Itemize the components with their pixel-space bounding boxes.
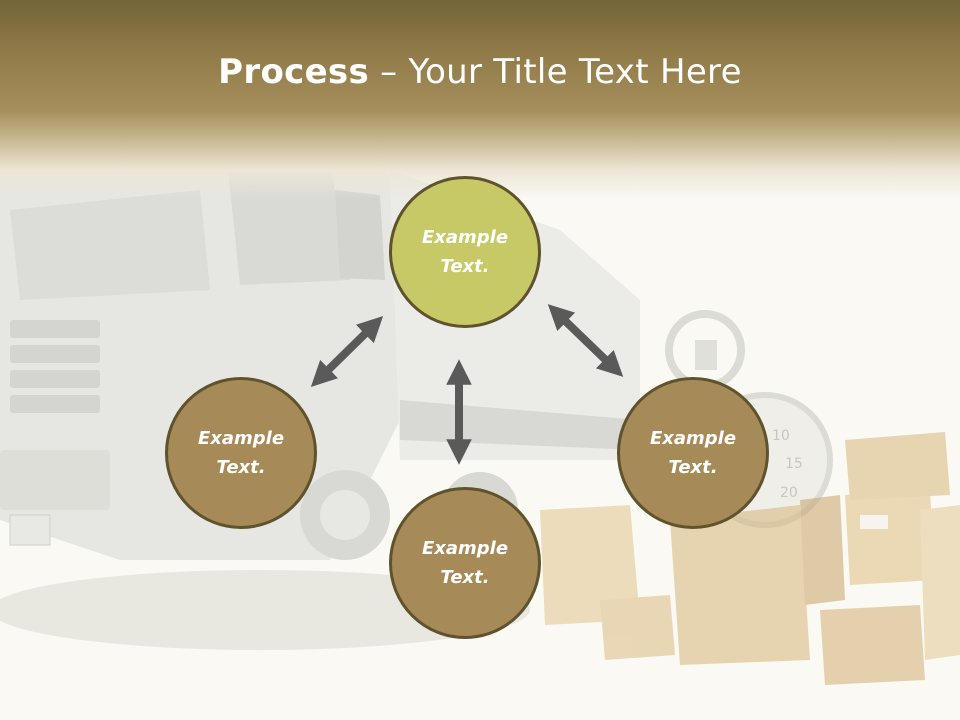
title-rest: – Your Title Text Here — [369, 52, 742, 92]
header-band — [0, 0, 960, 200]
slide-title: Process – Your Title Text Here — [0, 52, 960, 92]
process-node-right[interactable]: Example Text. — [617, 377, 769, 529]
svg-text:20: 20 — [780, 485, 798, 501]
process-node-bottom[interactable]: Example Text. — [389, 487, 541, 639]
node-top-text: Example Text. — [421, 227, 509, 277]
svg-text:10: 10 — [772, 428, 790, 444]
node-left-text: Example Text. — [197, 428, 285, 478]
process-node-left[interactable]: Example Text. — [165, 377, 317, 529]
title-bold: Process — [218, 52, 370, 92]
svg-text:15: 15 — [785, 456, 803, 472]
process-node-top[interactable]: Example Text. — [389, 176, 541, 328]
node-right-text: Example Text. — [649, 428, 737, 478]
node-bottom-text: Example Text. — [421, 538, 509, 588]
